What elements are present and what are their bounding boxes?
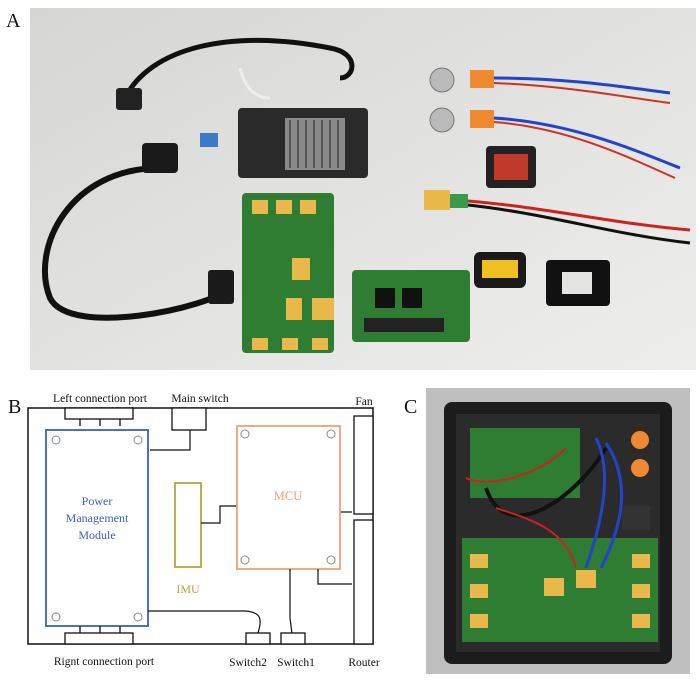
switch2-label: Switch2 (229, 657, 267, 669)
left-connection-port (64, 407, 134, 420)
switch1 (280, 632, 306, 645)
wire (317, 569, 352, 585)
main-switch (171, 407, 207, 431)
panel-label-c: C (404, 396, 418, 418)
power-management-module (45, 429, 149, 627)
ethernet-cable (42, 165, 233, 321)
push-buttons (429, 67, 494, 133)
components-photo (30, 8, 696, 370)
fan (353, 415, 374, 515)
pmm-label-line3: Module (78, 528, 115, 542)
fan-label: Fan (355, 396, 373, 408)
mcu (236, 425, 341, 570)
usb-connector (116, 88, 142, 110)
imu-label: IMU (176, 582, 200, 596)
button-connector (631, 431, 649, 449)
wire (201, 505, 237, 524)
right-connection-port (64, 632, 134, 645)
right-port-label: Rignt connection port (54, 656, 155, 668)
wire (150, 430, 191, 451)
ethernet-connector (208, 270, 234, 304)
block-diagram: Left connection port Main switch Fan Rou… (27, 393, 380, 669)
panel-label-a: A (6, 10, 21, 32)
wire (148, 610, 261, 634)
main-switch-label: Main switch (171, 393, 228, 405)
left-port-label: Left connection port (53, 393, 148, 405)
switch2 (245, 632, 271, 645)
assembled-enclosure-photo (426, 388, 690, 674)
router (353, 519, 374, 645)
button-connector (631, 459, 649, 477)
mcu-label: MCU (274, 489, 302, 503)
ethernet-connector (142, 143, 178, 173)
pmm-label-line1: Power (82, 494, 113, 508)
rocker-switch (622, 506, 650, 530)
cable (122, 37, 355, 100)
panel-label-b: B (8, 396, 22, 418)
power-board (242, 193, 334, 353)
mcu-board (470, 428, 580, 498)
switch1-label: Switch1 (277, 657, 315, 669)
pmm-label-line2: Management (66, 511, 129, 525)
router-label: Router (348, 657, 379, 669)
wire (289, 569, 293, 635)
imu (174, 482, 202, 568)
